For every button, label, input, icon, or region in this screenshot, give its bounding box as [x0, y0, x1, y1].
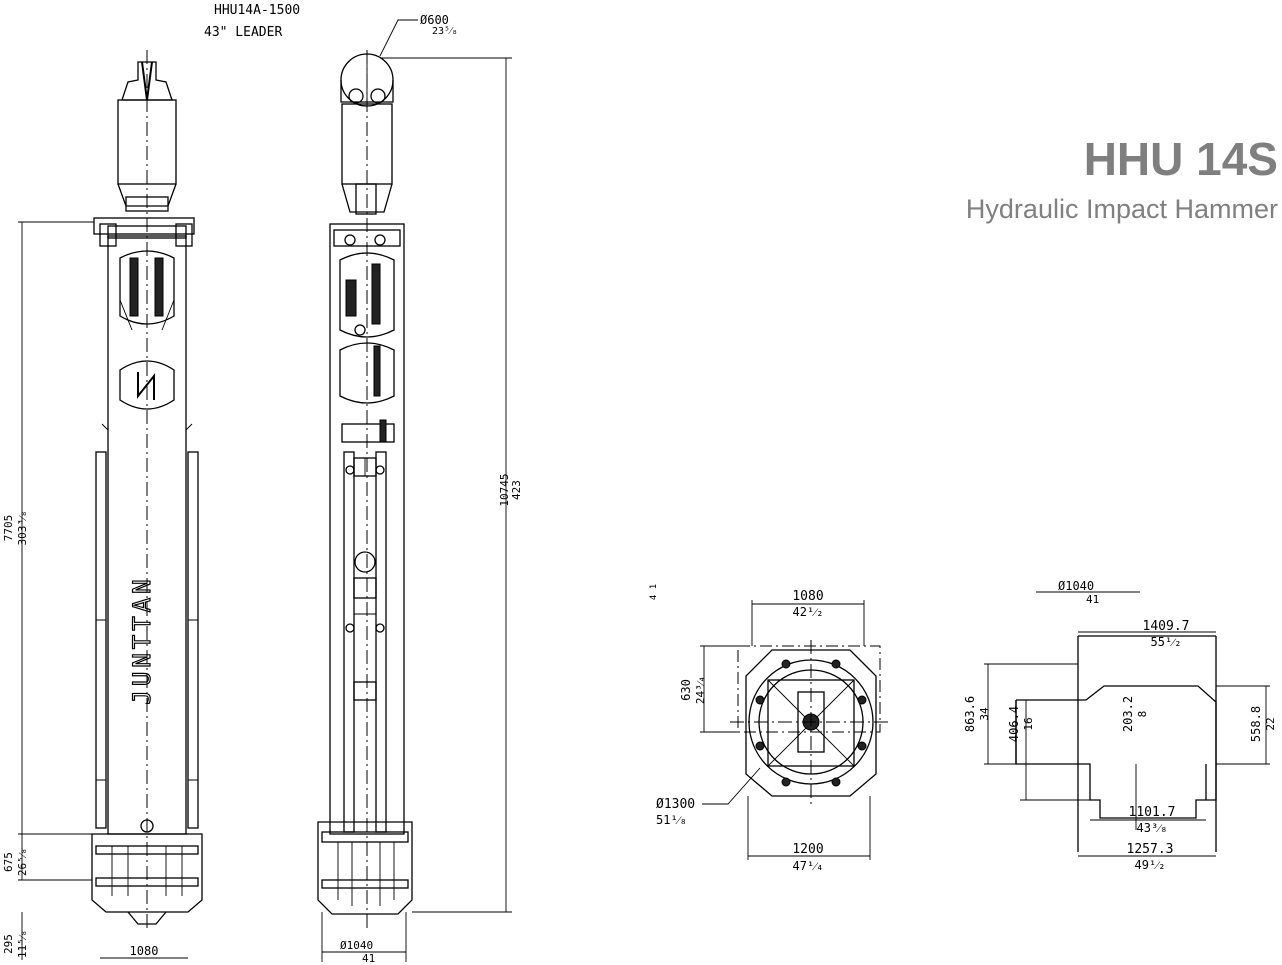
dim-leader-w3-in: 49¹⁄₂	[1135, 858, 1166, 872]
dim-675: 675	[2, 852, 15, 872]
dim-295-in: 11⁵⁄₈	[16, 930, 29, 958]
junttan-logo: JUNTTAN	[128, 575, 156, 704]
dim-675-in: 26⁵⁄₈	[16, 848, 29, 876]
dim-leader-dia: Ø1040	[1058, 579, 1094, 593]
dim-leader-h2-in: 16	[1022, 717, 1035, 730]
front-view: HHU14A-1500 43" LEADER JUNTTAN	[2, 3, 300, 960]
dim-plan-width-in: 42¹⁄₂	[793, 605, 824, 619]
dim-leader-dia-in: 41	[1086, 593, 1099, 606]
dim-plan-dia: Ø1300	[656, 797, 695, 812]
side-view: Ø600 23⁵⁄₈ 10745 423 Ø1040 41	[317, 13, 523, 965]
dim-leader-w2: 1101.7	[1129, 805, 1176, 820]
dim-7705-in: 303³⁄₈	[16, 511, 29, 546]
dim-leader-h3-in: 8	[1136, 711, 1149, 718]
plan-view: 4 1 1080 42¹⁄₂ 630 24³⁄₄	[649, 584, 892, 873]
dim-side-width: Ø1040	[340, 939, 373, 952]
dim-plan-depth-in: 24³⁄₄	[694, 676, 707, 704]
dim-sheave-dia: Ø600	[420, 13, 449, 27]
dim-leader-h4: 558.8	[1249, 706, 1263, 742]
model-ref-label: HHU14A-1500	[214, 3, 300, 18]
dim-7705: 7705	[2, 515, 15, 542]
dim-leader-w1: 1409.7	[1143, 619, 1190, 634]
dim-plan-depth: 630	[679, 679, 693, 701]
product-title: HHU 14S	[1083, 133, 1278, 185]
dim-plan-base-in: 47¹⁄₄	[793, 859, 824, 873]
dim-leader-w2-in: 43³⁄₈	[1137, 821, 1168, 835]
dim-total-height: 10745	[498, 473, 511, 506]
product-subtitle: Hydraulic Impact Hammer	[965, 194, 1278, 224]
leader-label: 43" LEADER	[204, 25, 282, 40]
dim-total-height-in: 423	[510, 480, 523, 500]
dim-leader-w3: 1257.3	[1127, 842, 1174, 857]
dim-plan-width: 1080	[792, 589, 823, 604]
dim-sheave-dia-in: 23⁵⁄₈	[432, 26, 458, 37]
dim-front-width: 1080	[130, 944, 159, 958]
dim-plan-base: 1200	[792, 842, 823, 857]
leader-section: Ø1040 41 1409.7 55¹⁄₂ 863.6 34 406.4 16 …	[963, 579, 1277, 872]
dim-side-width-in: 41	[362, 952, 375, 965]
dim-leader-w1-in: 55¹⁄₂	[1151, 635, 1182, 649]
dim-leader-h2: 406.4	[1007, 706, 1021, 742]
dim-plan-dia-in: 51¹⁄₈	[656, 813, 687, 827]
dim-295: 295	[2, 934, 15, 954]
dim-leader-h1: 863.6	[963, 696, 977, 732]
dim-leader-h3: 203.2	[1121, 696, 1135, 732]
dim-leader-h1-in: 34	[978, 707, 991, 721]
dim-leader-h4-in: 22	[1264, 717, 1277, 730]
small-mark: 4 1	[649, 584, 659, 600]
